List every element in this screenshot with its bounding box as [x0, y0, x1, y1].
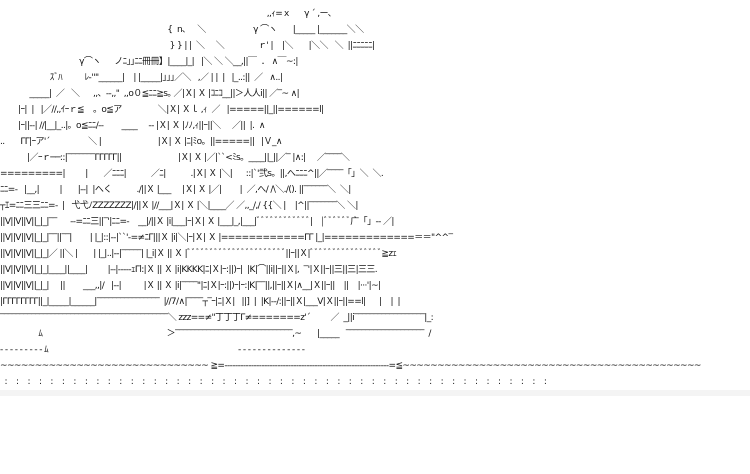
- art-line: ┬ｴ=ﾆﾆ三三ﾆﾆ=‐ | 弋弋ﾉZZZZZZZ|/||Ｘ |//___|Ｘ| …: [0, 201, 358, 211]
- ascii-art-castle: ,,ｨ=ｘ γ ´ ,ー､ { n､ ＼ γ ⌒ヽ |_____ |______…: [0, 9, 701, 387]
- art-line: ﾆﾆ=‐ |__,| | |‐‐| |へく ./||Ｘ |___ |Ｘ| Ｘ |…: [0, 185, 351, 195]
- art-line: .. ΓΓ|ｰア'´ ＼ | |Ｘ| Ｘ |ﾆ|ﾐo。||=====|| |Ｖ_…: [0, 137, 282, 147]
- art-line: ｽﾞﾊ ﾚ-''"______| | |_____|｣｣｣／＼ ,／ | | |…: [0, 73, 283, 83]
- bottom-strip: [0, 390, 750, 396]
- art-line: ||V||V||V||_|_| || ___,,|/ |‐‐| |Ｘ || Ｘ …: [0, 281, 381, 291]
- art-line: ~~~~~~~~~~~~~~~~~~~~~~~~~~~~~~ ≧=‐‐‐‐‐‐‐…: [0, 361, 701, 371]
- art-line: ||V||V||V||_|_|‾‾ ‐‐=ﾆﾆ三||‾'|ﾆﾆ=‐ __|/||…: [0, 217, 394, 227]
- art-line: } } | | ＼ ＼ ｒ' | |＼ |＼＼ ＼ ||ﾆﾆﾆﾆﾆ|: [0, 41, 375, 51]
- art-line: { n､ ＼ γ ⌒ヽ |_____ |_______＼＼: [0, 25, 364, 35]
- art-line: ,,ｨ=ｘ γ ´ ,ー､: [0, 9, 335, 19]
- art-line: |ΓΓΓΓΓΓΓΓ||_|_____|______|‾‾‾‾‾‾‾‾‾‾‾‾‾‾…: [0, 297, 401, 307]
- art-line: |／ｰｒ──::|‾‾‾‾‾‾‾ΓΓΓΓΓ|| |Ｘ| Ｘ |／|``<ﾐs。_…: [0, 153, 350, 163]
- art-line: =========| | ／ﾆﾆﾆ| ／ﾆ| .|Ｘ| Ｘ |＼| ::|`'弐…: [0, 169, 384, 179]
- art-line: γ⌒ヽ ノﾆ｣｣ﾆﾆ冊冊】|____|_| |＼ ＼ ＼__,||￣ ． ∧￣~…: [0, 57, 298, 67]
- art-line: ||V||V||V||_|_|‾‾||‾‾| | |_|::|‐‐|``'‐=≠…: [0, 233, 453, 243]
- art-line: _____| ／ ＼ ,,、-‐,," ,,o０≦ﾆﾆ≧s｡ ／|Ｘ| Ｘ |ｺ…: [0, 89, 300, 99]
- art-line: |ｰ||‐‐| //|__|_..|。o≦ﾆﾆ/‐‐ ____ ‐‐ |Ｘ| Ｘ…: [0, 121, 265, 131]
- art-line: ‾‾‾‾‾‾‾‾‾‾‾‾‾‾‾‾‾‾‾‾‾‾‾‾‾‾‾‾‾‾‾‾‾‾‾‾‾‾‾‾…: [0, 313, 434, 323]
- art-line: ||V||V||V||_|_|____||____| |‐‐|‐‐‐‐‐ｪΓl:…: [0, 265, 378, 275]
- art-line: ﾑ ＞‾‾‾‾‾‾‾‾‾‾‾‾‾‾‾‾‾‾‾‾‾‾‾‾‾‾‾‾‾‾,~ |___…: [0, 329, 431, 339]
- art-line: ||V||V||V||_|_|／ ||＼ | | |_|..|‐‐|‾‾‾‾‾|…: [0, 249, 397, 259]
- art-line: ‐ ‐ ‐ ‐ ‐ ‐ ‐ ‐ ‐ ﾑ ‐ ‐ ‐ ‐ ‐ ‐ ‐ ‐ ‐ ‐ …: [0, 345, 307, 355]
- art-line: : : : : : : : : : : : : : : : : : : : : …: [0, 377, 549, 387]
- art-line: |ｰ| | |／//,,ｲｰｒ≦ 。o≦ア ＼|Ｘ| Ｘｌ ,ｨ ／ |====…: [0, 105, 324, 115]
